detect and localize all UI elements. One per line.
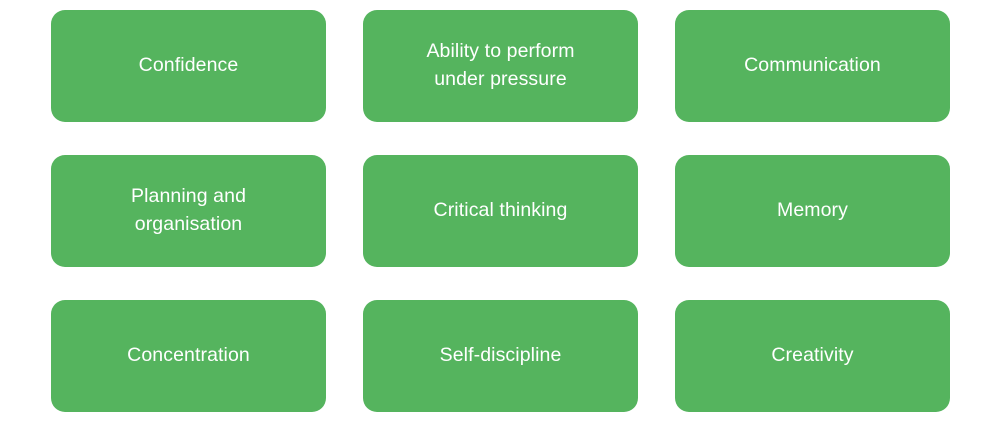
skill-card-planning-and-organisation[interactable]: Planning and organisation bbox=[51, 155, 326, 267]
skill-card-memory[interactable]: Memory bbox=[675, 155, 950, 267]
skill-card-concentration[interactable]: Concentration bbox=[51, 300, 326, 412]
skill-card-critical-thinking[interactable]: Critical thinking bbox=[363, 155, 638, 267]
skill-card-ability-to-perform-under-pressure[interactable]: Ability to perform under pressure bbox=[363, 10, 638, 122]
skill-card-label: Planning and organisation bbox=[130, 185, 247, 235]
skill-card-creativity[interactable]: Creativity bbox=[675, 300, 950, 412]
skill-card-label: Memory bbox=[776, 199, 849, 222]
skill-card-communication[interactable]: Communication bbox=[675, 10, 950, 122]
skill-card-self-discipline[interactable]: Self-discipline bbox=[363, 300, 638, 412]
skill-card-label: Self-discipline bbox=[439, 344, 562, 367]
skill-card-label: Creativity bbox=[771, 344, 854, 367]
skill-card-label: Communication bbox=[744, 54, 881, 77]
skill-card-label: Concentration bbox=[127, 344, 250, 367]
skill-card-label: Critical thinking bbox=[433, 199, 568, 222]
skill-card-label: Confidence bbox=[138, 54, 239, 77]
skill-card-confidence[interactable]: Confidence bbox=[51, 10, 326, 122]
skill-card-label: Ability to perform under pressure bbox=[426, 40, 575, 90]
skills-card-grid: Confidence Ability to perform under pres… bbox=[51, 10, 951, 412]
